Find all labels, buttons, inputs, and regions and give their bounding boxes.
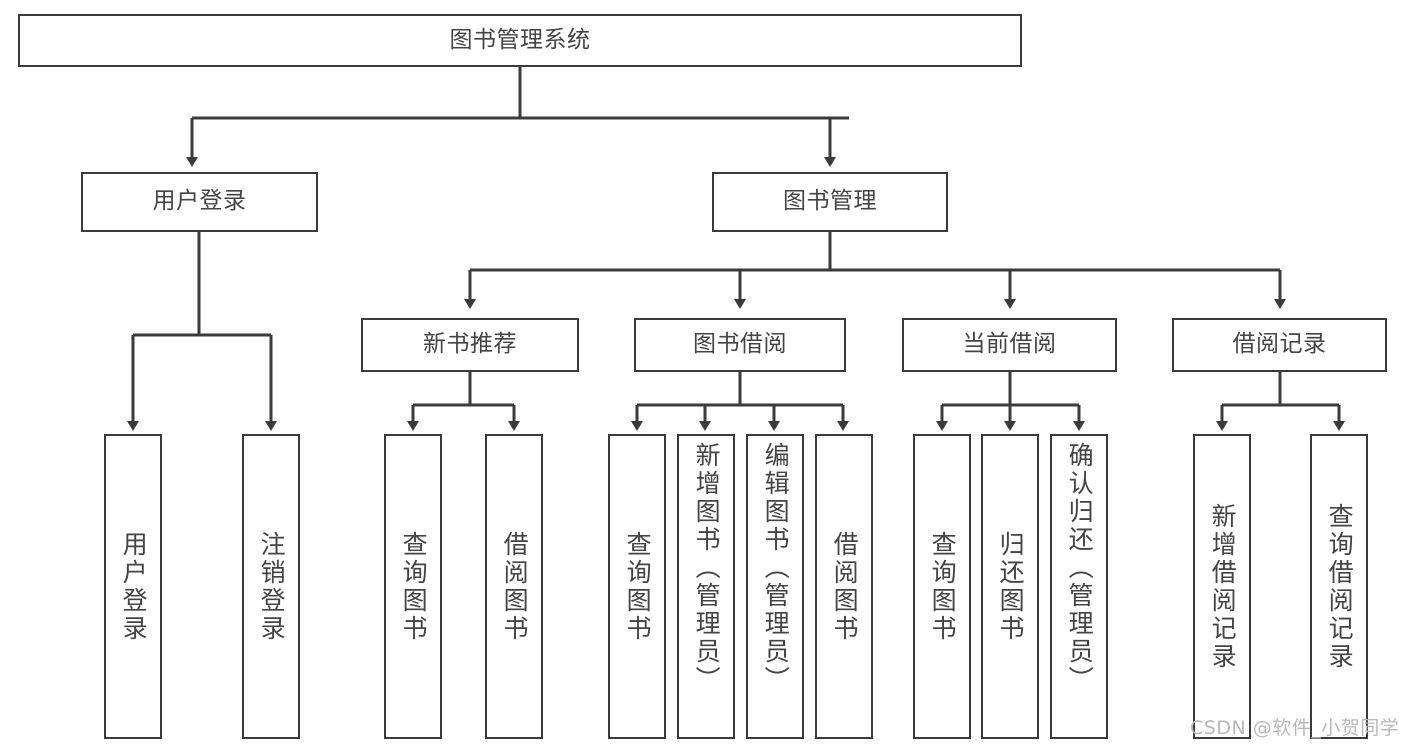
leaf-label: 查询借阅记录	[1325, 502, 1355, 671]
leaf-current-return-book[interactable]: 归还图书	[981, 434, 1039, 739]
node-book-borrow-label: 图书借阅	[693, 331, 787, 358]
node-root-label: 图书管理系统	[449, 26, 591, 53]
leaf-label: 查询图书	[928, 530, 958, 643]
leaf-label: 归还图书	[996, 530, 1026, 643]
leaf-record-add-record[interactable]: 新增借阅记录	[1193, 434, 1251, 739]
leaf-borrow-edit-book-admin[interactable]: 编辑图书（管理员）	[746, 434, 804, 739]
leaf-label: 确认归还（管理员）	[1065, 442, 1095, 694]
leaf-user-login-logout[interactable]: 注销登录	[242, 434, 300, 739]
leaf-label: 借阅图书	[500, 530, 530, 643]
leaf-borrow-add-book-admin[interactable]: 新增图书（管理员）	[677, 434, 735, 739]
node-new-book-recommend[interactable]: 新书推荐	[361, 318, 579, 372]
node-book-management-label: 图书管理	[783, 188, 877, 215]
leaf-label: 新增借阅记录	[1208, 502, 1238, 671]
csdn-watermark: CSDN @软件_小贺同学	[1190, 717, 1400, 739]
node-borrow-record[interactable]: 借阅记录	[1172, 318, 1387, 372]
node-user-login-label: 用户登录	[152, 188, 247, 215]
leaf-current-confirm-return-admin[interactable]: 确认归还（管理员）	[1050, 434, 1108, 739]
leaf-label: 借阅图书	[830, 530, 860, 643]
node-current-borrow-label: 当前借阅	[962, 331, 1057, 358]
leaf-borrow-query-book[interactable]: 查询图书	[608, 434, 666, 739]
leaf-new-book-borrow[interactable]: 借阅图书	[485, 434, 543, 739]
node-current-borrow[interactable]: 当前借阅	[902, 318, 1117, 372]
leaf-current-query-book[interactable]: 查询图书	[913, 434, 971, 739]
leaf-label: 新增图书（管理员）	[692, 442, 722, 694]
leaf-label: 注销登录	[257, 530, 287, 643]
leaf-record-query-record[interactable]: 查询借阅记录	[1310, 434, 1368, 739]
node-user-login[interactable]: 用户登录	[81, 172, 318, 232]
leaf-label: 查询图书	[623, 530, 653, 643]
leaf-label: 用户登录	[119, 530, 149, 643]
node-book-borrow[interactable]: 图书借阅	[634, 318, 846, 372]
leaf-new-book-query[interactable]: 查询图书	[384, 434, 442, 739]
node-borrow-record-label: 借阅记录	[1232, 331, 1327, 358]
leaf-user-login-login[interactable]: 用户登录	[104, 434, 162, 739]
leaf-label: 查询图书	[399, 530, 429, 643]
leaf-borrow-borrow-book[interactable]: 借阅图书	[815, 434, 873, 739]
node-new-book-recommend-label: 新书推荐	[423, 331, 517, 358]
node-book-management[interactable]: 图书管理	[712, 172, 948, 232]
node-root[interactable]: 图书管理系统	[18, 14, 1022, 67]
leaf-label: 编辑图书（管理员）	[761, 442, 791, 694]
